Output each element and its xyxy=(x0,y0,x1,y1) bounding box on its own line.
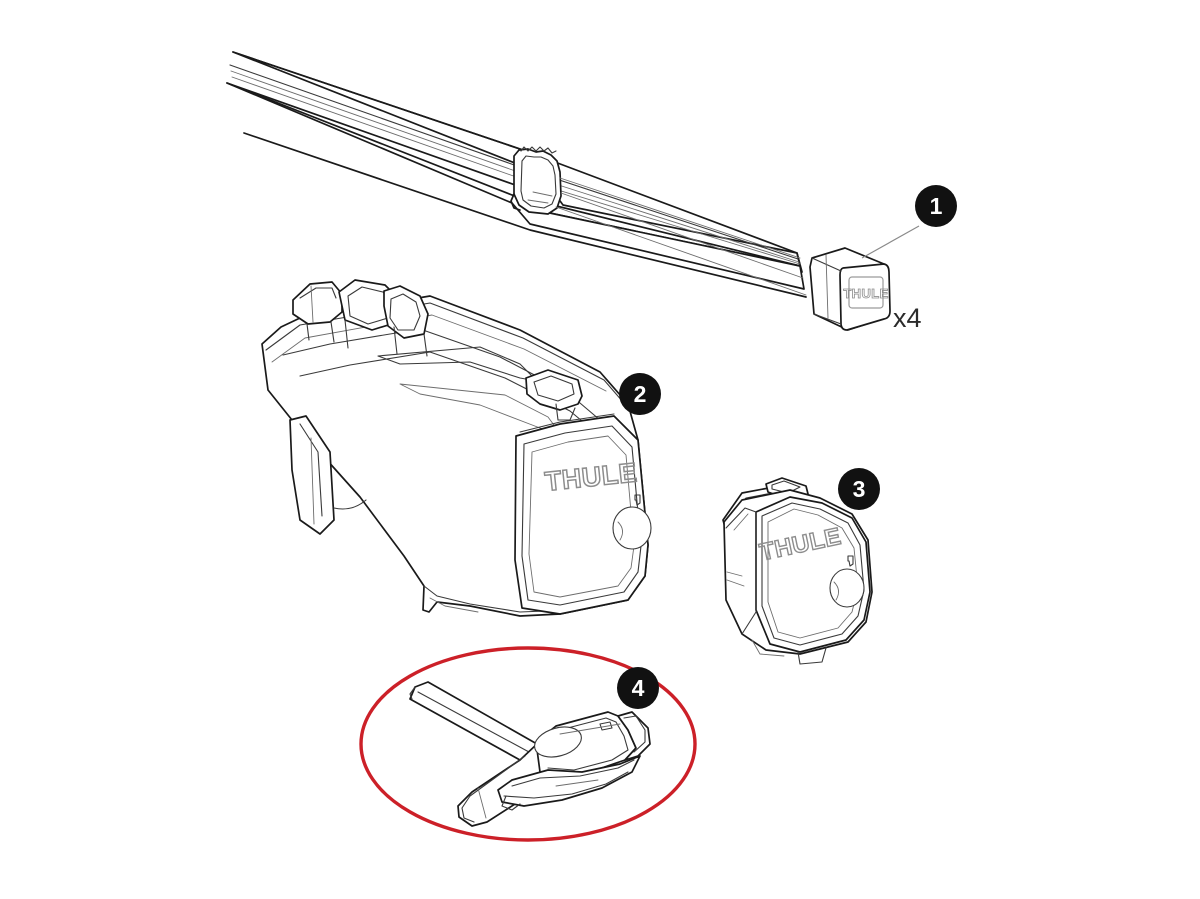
key-tool-shaft xyxy=(409,681,538,761)
load-bar-mid-edge xyxy=(226,82,801,267)
highlight-ellipse xyxy=(359,646,697,842)
part-end-cap: THULE x4 xyxy=(809,247,922,333)
cutaway-inner-wall xyxy=(520,155,557,209)
keyhole-icon xyxy=(634,494,641,506)
foot-tower-lock xyxy=(612,494,652,550)
cutaway-base-lip xyxy=(510,193,521,211)
latch-block-inner xyxy=(533,375,575,402)
callout-1-circle[interactable] xyxy=(915,185,957,227)
cutaway-serration xyxy=(520,146,557,154)
key-tool-shaft-highlight xyxy=(417,691,530,753)
cutaway-outer-wall xyxy=(513,148,562,215)
foot-cover-left-detail xyxy=(726,571,743,577)
leader-line-1 xyxy=(861,225,920,259)
clamp-stem-4 xyxy=(393,326,398,355)
foot-tower-channel-bottom xyxy=(299,351,601,437)
bracket-leg-crease-2 xyxy=(310,437,315,525)
end-cap-quantity-label: x4 xyxy=(893,303,922,333)
foot-cover-left-wall xyxy=(725,507,757,635)
callout-4-circle[interactable] xyxy=(617,667,659,709)
callout-3-number: 3 xyxy=(853,476,866,502)
load-bar-cutaway-profile xyxy=(510,146,562,215)
key-tool-lower-jaw-edge xyxy=(511,759,635,787)
foot-tower-side-panel-inner xyxy=(521,425,642,606)
foot-cover-lock-cylinder xyxy=(829,568,865,608)
load-bar-top-edge xyxy=(232,51,803,273)
key-tool-shaft-tip xyxy=(409,686,416,700)
foot-cover-top-boss-inner xyxy=(771,480,801,494)
foot-cover-front-face xyxy=(755,496,871,653)
clamp-jaw-left-face xyxy=(299,287,337,299)
foot-tower-base-foot xyxy=(429,597,479,613)
key-tool-jaw-groove xyxy=(555,779,599,787)
cutaway-inner-ledge xyxy=(527,199,549,204)
load-bar-bottom-edge xyxy=(243,132,807,298)
foot-cover-keyhole-icon xyxy=(847,555,854,567)
key-tool-ridge xyxy=(559,723,621,735)
callout-1-number: 1 xyxy=(930,193,943,219)
foot-tower-clamp-jaws xyxy=(292,279,429,357)
foot-cover-lock-notch xyxy=(833,581,839,601)
end-cap-edge-bottom-left xyxy=(813,313,842,325)
end-cap-logo-plate xyxy=(848,276,884,309)
end-cap-front-face xyxy=(839,263,891,331)
load-bar-hairline-a xyxy=(559,177,801,259)
load-bar-hairline-c xyxy=(555,206,807,296)
clamp-stem-3 xyxy=(344,319,349,349)
bracket-leg-base-arc xyxy=(333,499,367,510)
end-cap-crease xyxy=(825,254,829,319)
callout-marker-2[interactable]: 2 xyxy=(619,373,661,415)
latch-tab xyxy=(555,403,576,421)
callout-marker-4[interactable]: 4 xyxy=(617,667,659,709)
foot-tower-side-panel-inner-2 xyxy=(528,435,635,598)
key-tool-lower-jaw xyxy=(497,755,641,807)
foot-tower-side-panel-top xyxy=(519,413,615,433)
load-bar-hairline-b xyxy=(560,192,804,279)
key-tool-thumb-pad xyxy=(534,726,582,758)
clamp-jaw-left xyxy=(292,281,343,325)
callout-2-circle[interactable] xyxy=(619,373,661,415)
foot-cover-lock xyxy=(829,555,865,608)
foot-cover-bottom-tab-2 xyxy=(751,639,785,657)
foot-cover-bottom-tab xyxy=(797,647,827,665)
end-cap-thule-logo: THULE xyxy=(843,286,888,301)
foot-tower-latch xyxy=(525,369,583,421)
callout-2-number: 2 xyxy=(634,381,647,407)
key-tool-head-upper-inner xyxy=(545,717,629,771)
lock-cylinder-notch xyxy=(617,521,623,541)
clamp-stem-2 xyxy=(330,321,335,343)
clamp-stem-1 xyxy=(306,323,310,341)
key-tool-handle-crease xyxy=(477,787,487,819)
callout-3-circle[interactable] xyxy=(838,468,880,510)
part-key-tool xyxy=(409,681,651,827)
foot-cover-left-wall-2 xyxy=(733,513,749,531)
part-foot-tower: THULE xyxy=(261,279,652,617)
clamp-stem-5 xyxy=(423,333,428,357)
key-tool-lower-jaw-edge-2 xyxy=(503,771,629,799)
key-tool-right-arm-inner xyxy=(623,715,646,753)
part-load-bar xyxy=(226,51,807,298)
bracket-leg-crease xyxy=(299,423,323,517)
clamp-jaw-right-face xyxy=(389,293,421,331)
foot-tower-upper-ridge-2 xyxy=(271,314,607,392)
part-foot-cover: THULE xyxy=(722,477,873,665)
key-tool-handle-lower-edge xyxy=(461,755,526,823)
callout-marker-3[interactable]: 3 xyxy=(838,468,880,510)
callout-4-number: 4 xyxy=(632,675,645,701)
foot-tower-bracket-leg xyxy=(289,415,367,535)
clamp-jaw-left-crease xyxy=(310,285,314,323)
foot-cover-front-face-inner xyxy=(761,502,865,646)
cutaway-inner-ledge-2 xyxy=(532,191,553,197)
foot-tower-upper-ridge xyxy=(265,302,631,411)
key-tool-slot xyxy=(599,721,613,731)
foot-tower-side-panel xyxy=(514,415,649,615)
key-tool-notch xyxy=(501,795,521,811)
foot-cover-left-detail-2 xyxy=(726,579,745,587)
callout-marker-1[interactable]: 1 xyxy=(915,185,957,227)
lock-cylinder xyxy=(612,506,652,550)
